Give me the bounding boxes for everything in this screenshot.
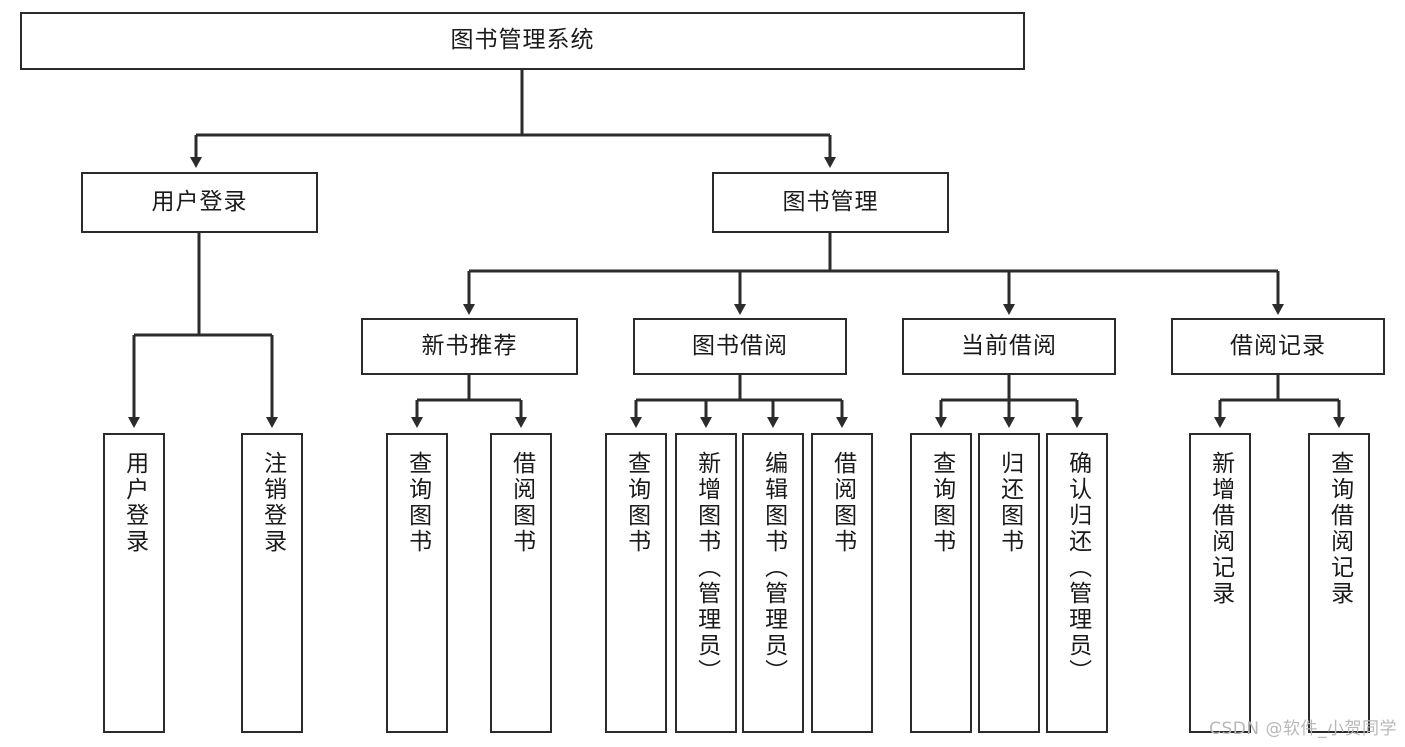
leaf-query-borrow-record[interactable]: 查询借阅记录 (1308, 433, 1370, 733)
node-label: 确认归还（管理员） (1064, 451, 1091, 685)
csdn-watermark: CSDN @软件_小贺同学 (1209, 719, 1397, 739)
node-label: 当前借阅 (961, 332, 1057, 359)
node-label: 编辑图书（管理员） (760, 451, 787, 685)
node-label: 查询图书 (928, 451, 955, 555)
node-label: 借阅图书 (508, 451, 535, 555)
leaf-borrow-book[interactable]: 借阅图书 (811, 433, 873, 733)
node-user-login[interactable]: 用户登录 (81, 172, 318, 233)
node-label: 图书管理系统 (450, 27, 595, 54)
leaf-return-book[interactable]: 归还图书 (978, 433, 1040, 733)
node-book-management[interactable]: 图书管理 (712, 172, 949, 233)
node-label: 借阅图书 (829, 451, 856, 555)
user-login-to-leaves-connectors (128, 233, 278, 428)
leaf-add-borrow-record[interactable]: 新增借阅记录 (1189, 433, 1251, 733)
node-book-borrow[interactable]: 图书借阅 (633, 318, 847, 375)
node-label: 新增图书（管理员） (693, 451, 720, 685)
node-label: 查询图书 (623, 451, 650, 555)
node-label: 查询图书 (404, 451, 431, 555)
node-label: 归还图书 (996, 451, 1023, 555)
node-label: 借阅记录 (1230, 332, 1326, 359)
node-current-borrow[interactable]: 当前借阅 (902, 318, 1116, 375)
node-label: 注销登录 (259, 451, 286, 555)
node-label: 图书借阅 (692, 332, 788, 359)
book-borrow-to-leaves-connectors (630, 375, 848, 428)
node-label: 新增借阅记录 (1207, 451, 1234, 607)
new-book-to-leaves-connectors (411, 375, 527, 428)
leaf-query-book-recommend[interactable]: 查询图书 (386, 433, 448, 733)
leaf-query-book-borrow[interactable]: 查询图书 (605, 433, 667, 733)
leaf-confirm-return-admin[interactable]: 确认归还（管理员） (1046, 433, 1108, 733)
borrow-records-to-leaves-connectors (1214, 375, 1345, 428)
book-manage-to-level2-connectors (463, 233, 1284, 315)
current-borrow-to-leaves-connectors (935, 375, 1083, 428)
leaf-query-book-current[interactable]: 查询图书 (910, 433, 972, 733)
leaf-add-book-admin[interactable]: 新增图书（管理员） (675, 433, 737, 733)
node-new-book-recommend[interactable]: 新书推荐 (361, 318, 578, 375)
node-borrow-records[interactable]: 借阅记录 (1171, 318, 1385, 375)
node-label: 用户登录 (121, 451, 148, 555)
root-to-level1-connectors (190, 70, 836, 168)
node-label: 用户登录 (151, 188, 248, 215)
node-root-system[interactable]: 图书管理系统 (20, 12, 1025, 70)
leaf-user-login[interactable]: 用户登录 (103, 433, 165, 733)
node-label: 查询借阅记录 (1326, 451, 1353, 607)
node-label: 新书推荐 (421, 332, 518, 359)
leaf-logout[interactable]: 注销登录 (241, 433, 303, 733)
leaf-edit-book-admin[interactable]: 编辑图书（管理员） (742, 433, 804, 733)
node-label: 图书管理 (782, 188, 879, 215)
leaf-borrow-book-recommend[interactable]: 借阅图书 (490, 433, 552, 733)
